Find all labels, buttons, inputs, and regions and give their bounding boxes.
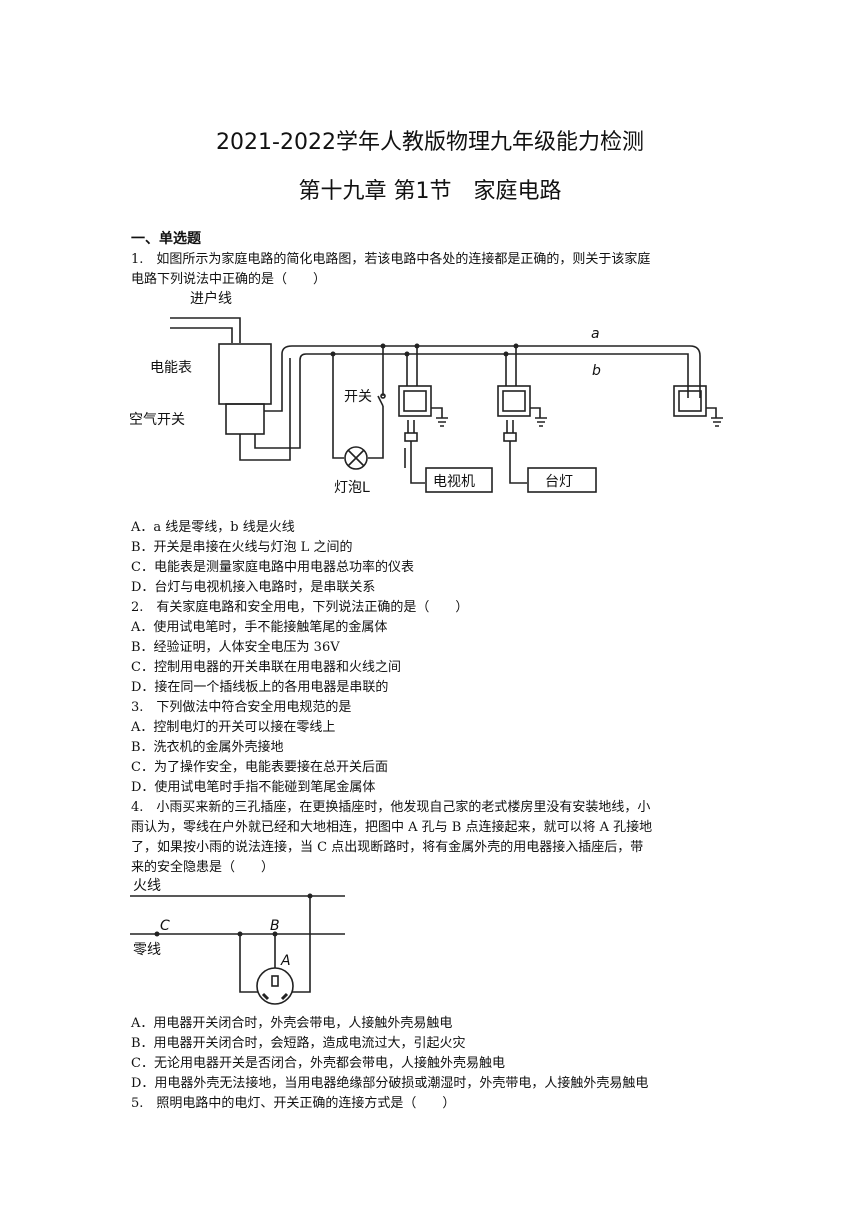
- label-line-a: a: [591, 326, 600, 342]
- q1-option-d: D．台灯与电视机接入电路时，是串联关系: [131, 580, 376, 595]
- q3-option-b: B．洗衣机的金属外壳接地: [131, 740, 284, 755]
- label-tv: 电视机: [433, 474, 475, 490]
- label-neutral-wire: 零线: [133, 942, 161, 958]
- q2-option-b: B．经验证明，人体安全电压为 36V: [131, 640, 340, 655]
- q3-stem: 3. 下列做法中符合安全用电规范的是: [131, 700, 352, 715]
- label-point-c: C: [160, 918, 170, 934]
- q3-option-a: A．控制电灯的开关可以接在零线上: [131, 720, 336, 735]
- q2-option-d: D．接在同一个插线板上的各用电器是串联的: [131, 680, 389, 695]
- q2-stem: 2. 有关家庭电路和安全用电，下列说法正确的是（ ）: [131, 600, 469, 615]
- label-desk-lamp: 台灯: [545, 474, 573, 490]
- q4-stem-line1: 4. 小雨买来新的三孔插座，在更换插座时，他发现自己家的老式楼房里没有安装地线，…: [131, 800, 651, 815]
- q1-option-a: A．a 线是零线，b 线是火线: [131, 520, 295, 535]
- page-subtitle: 第十九章 第1节 家庭电路: [298, 179, 562, 204]
- q4-option-b: B．用电器开关闭合时，会短路，造成电流过大，引起火灾: [131, 1036, 466, 1051]
- q1-option-c: C．电能表是测量家庭电路中用电器总功率的仪表: [131, 560, 414, 575]
- q4-stem-line3: 了，如果按小雨的说法连接，当 C 点出现断路时，将有金属外壳的用电器接入插座后，…: [131, 840, 644, 855]
- label-entry-line: 进户线: [190, 290, 232, 307]
- label-switch: 开关: [344, 389, 372, 405]
- q4-stem-line4: 来的安全隐患是（ ）: [131, 860, 275, 875]
- page-title: 2021-2022学年人教版物理九年级能力检测: [216, 130, 644, 155]
- section-heading: 一、单选题: [131, 231, 201, 247]
- label-live-wire: 火线: [133, 878, 161, 894]
- label-bulb: 灯泡L: [334, 480, 370, 496]
- q1-stem-line1: 1. 如图所示为家庭电路的简化电路图，若该电路中各处的连接都是正确的，则关于该家…: [131, 252, 651, 267]
- label-point-b: B: [270, 918, 280, 934]
- q5-stem: 5. 照明电路中的电灯、开关正确的连接方式是（ ）: [131, 1096, 456, 1111]
- q2-option-a: A．使用试电笔时，手不能接触笔尾的金属体: [131, 620, 388, 635]
- q4-option-a: A．用电器开关闭合时，外壳会带电，人接触外壳易触电: [131, 1016, 453, 1031]
- label-hole-a: A: [280, 953, 291, 969]
- q1-option-b: B．开关是串接在火线与灯泡 L 之间的: [131, 540, 353, 555]
- q2-option-c: C．控制用电器的开关串联在用电器和火线之间: [131, 660, 401, 675]
- q4-stem-line2: 雨认为，零线在户外就已经和大地相连，把图中 A 孔与 B 点连接起来，就可以将 …: [131, 820, 653, 835]
- label-meter: 电能表: [150, 360, 192, 376]
- q1-stem-line2: 电路下列说法中正确的是（ ）: [131, 272, 327, 287]
- q4-socket-figure: 火线 零线 C B A: [130, 878, 345, 1005]
- q4-option-d: D．用电器外壳无法接地，当用电器绝缘部分破损或潮湿时，外壳带电，人接触外壳易触电: [131, 1076, 649, 1091]
- q1-circuit-figure: 进户线 电能表 空气开关 开关 灯泡L 电视机 台灯 a b: [129, 290, 723, 496]
- label-breaker: 空气开关: [129, 412, 185, 428]
- q4-option-c: C．无论用电器开关是否闭合，外壳都会带电，人接触外壳易触电: [131, 1056, 505, 1071]
- q3-option-d: D．使用试电笔时手指不能碰到笔尾金属体: [131, 780, 376, 795]
- label-line-b: b: [592, 363, 601, 379]
- q3-option-c: C．为了操作安全，电能表要接在总开关后面: [131, 760, 388, 775]
